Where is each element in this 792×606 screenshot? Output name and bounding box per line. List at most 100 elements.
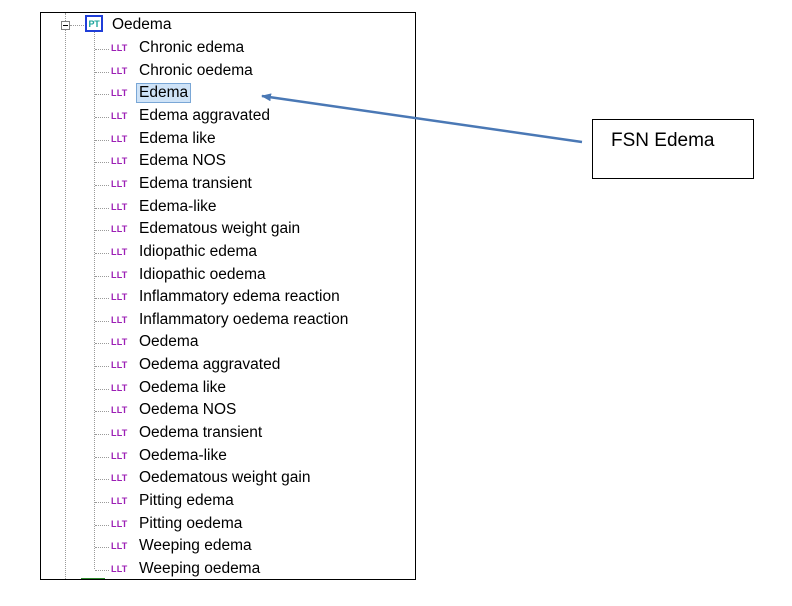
tree-row-label[interactable]: Edema transient [139, 174, 252, 192]
tree-row[interactable]: LLT Edema aggravated [41, 106, 411, 128]
tree-row[interactable]: LLT Edema-like [41, 197, 411, 219]
tree-row[interactable]: LLT Pitting oedema [41, 514, 411, 536]
tree-row[interactable]: LLT Idiopathic oedema [41, 265, 411, 287]
tree-connector [95, 275, 109, 277]
tree-row-label[interactable]: Pitting oedema [139, 514, 243, 532]
tree-row[interactable]: LLT Chronic oedema [41, 61, 411, 83]
tree-connector [95, 366, 109, 368]
tree-row[interactable]: LLT Idiopathic edema [41, 242, 411, 264]
tree-row-label[interactable]: Chronic oedema [139, 61, 253, 79]
collapse-minus-icon[interactable] [61, 21, 70, 30]
llt-badge-icon: LLT [111, 473, 128, 484]
llt-badge-icon: LLT [111, 450, 128, 461]
tree-row-label[interactable]: Edema like [139, 129, 216, 147]
tree-row-label[interactable]: Oedema like [139, 378, 227, 396]
tree-connector [65, 30, 66, 579]
callout-box: FSN Edema [592, 119, 754, 179]
tree-row-label[interactable]: Edema NOS [139, 152, 227, 170]
tree-row[interactable]: LLT Oedema like [41, 378, 411, 400]
llt-badge-icon: LLT [111, 201, 128, 212]
tree-row-label[interactable]: Edema [135, 83, 192, 104]
tree-connector [95, 479, 109, 481]
tree-row-label[interactable]: Idiopathic oedema [139, 265, 266, 283]
tree-connector [95, 230, 109, 232]
tree-connector [95, 207, 109, 209]
llt-badge-icon: LLT [111, 518, 128, 529]
tree-row[interactable]: LLT Pitting edema [41, 491, 411, 513]
tree-connector [95, 524, 109, 526]
llt-badge-icon: LLT [111, 88, 128, 99]
llt-badge-icon: LLT [111, 337, 128, 348]
tree-connector [95, 547, 109, 549]
llt-badge-icon: LLT [111, 360, 128, 371]
llt-badge-icon: LLT [111, 428, 128, 439]
llt-badge-icon: LLT [111, 65, 128, 76]
tree-connector [95, 388, 109, 390]
tree-connector [95, 320, 109, 322]
tree-row[interactable]: LLT Oedema-like [41, 446, 411, 468]
tree-row[interactable]: LLT Weeping edema [41, 536, 411, 558]
tree-row-label[interactable]: Oedema transient [139, 424, 263, 442]
llt-badge-icon: LLT [111, 110, 128, 121]
tree-row-label[interactable]: Pitting edema [139, 492, 234, 509]
tree-connector [95, 116, 109, 118]
tree-row[interactable]: LLT Oedema aggravated [41, 355, 411, 377]
tree-row-label[interactable]: Inflammatory edema reaction [139, 288, 340, 306]
tree-row-label[interactable]: Oedema [139, 333, 199, 351]
tree-row[interactable]: LLT Oedema [41, 332, 411, 354]
tree-connector [95, 343, 109, 345]
tree-row[interactable]: LLT Edema transient [41, 174, 411, 196]
tree-row-label[interactable]: Edema-like [139, 197, 217, 215]
tree-row[interactable]: LLT Inflammatory oedema reaction [41, 310, 411, 332]
llt-badge-icon: LLT [111, 314, 128, 325]
tree-row-label[interactable]: Oedema NOS [139, 401, 237, 419]
tree-connector [95, 94, 109, 96]
tree-row[interactable]: LLT Oedematous weight gain [41, 468, 411, 490]
tree-row-label[interactable]: Weeping oedema [139, 559, 261, 577]
next-node-edge [81, 578, 105, 579]
tree-connector [94, 32, 95, 569]
pt-badge-icon: PT [85, 15, 103, 32]
llt-badge-icon: LLT [111, 224, 128, 235]
tree-row-label[interactable]: Oedema aggravated [139, 356, 281, 374]
tree-row-label[interactable]: Oedema-like [139, 446, 227, 464]
tree-connector [95, 411, 109, 413]
llt-badge-icon: LLT [111, 246, 128, 257]
llt-badge-icon: LLT [111, 496, 128, 506]
tree-row-label[interactable]: Idiopathic edema [139, 242, 258, 260]
tree-row-label[interactable]: Edematous weight gain [139, 220, 301, 238]
tree-connector [95, 252, 109, 254]
tree-connector [95, 569, 109, 571]
llt-badge-icon: LLT [111, 43, 128, 53]
llt-badge-icon: LLT [111, 541, 128, 552]
llt-badge-icon: LLT [111, 269, 128, 280]
llt-badge-icon: LLT [111, 156, 128, 167]
tree-connector [95, 434, 109, 436]
llt-badge-icon: LLT [111, 382, 128, 393]
tree-row-label[interactable]: Weeping edema [139, 537, 252, 555]
tree-row[interactable]: LLT Oedema transient [41, 423, 411, 445]
tree-connector [70, 25, 84, 26]
tree-row-label[interactable]: Chronic edema [139, 39, 245, 56]
tree-row-label[interactable]: Inflammatory oedema reaction [139, 310, 349, 328]
tree-row[interactable]: LLT Edema NOS [41, 151, 411, 173]
callout-arrow-line [261, 93, 583, 144]
tree-connector [95, 184, 109, 186]
tree-row-label[interactable]: Edema aggravated [139, 106, 270, 124]
tree-row[interactable]: LLT Edema like [41, 129, 411, 151]
tree-row[interactable]: LLT Oedema NOS [41, 400, 411, 422]
tree-row[interactable]: LLT Edema [41, 83, 411, 105]
tree-connector [95, 502, 109, 503]
callout-text: FSN Edema [611, 130, 715, 151]
llt-badge-icon: LLT [111, 405, 128, 416]
llt-badge-icon: LLT [111, 133, 128, 144]
llt-badge-icon: LLT [111, 178, 128, 189]
tree-row-label[interactable]: Oedematous weight gain [139, 469, 311, 487]
tree-node-oedema-pt[interactable]: Oedema [112, 16, 172, 33]
tree-row[interactable]: LLT Edematous weight gain [41, 219, 411, 241]
tree-row[interactable]: LLT Chronic edema [41, 38, 411, 60]
tree-connector [95, 139, 109, 141]
